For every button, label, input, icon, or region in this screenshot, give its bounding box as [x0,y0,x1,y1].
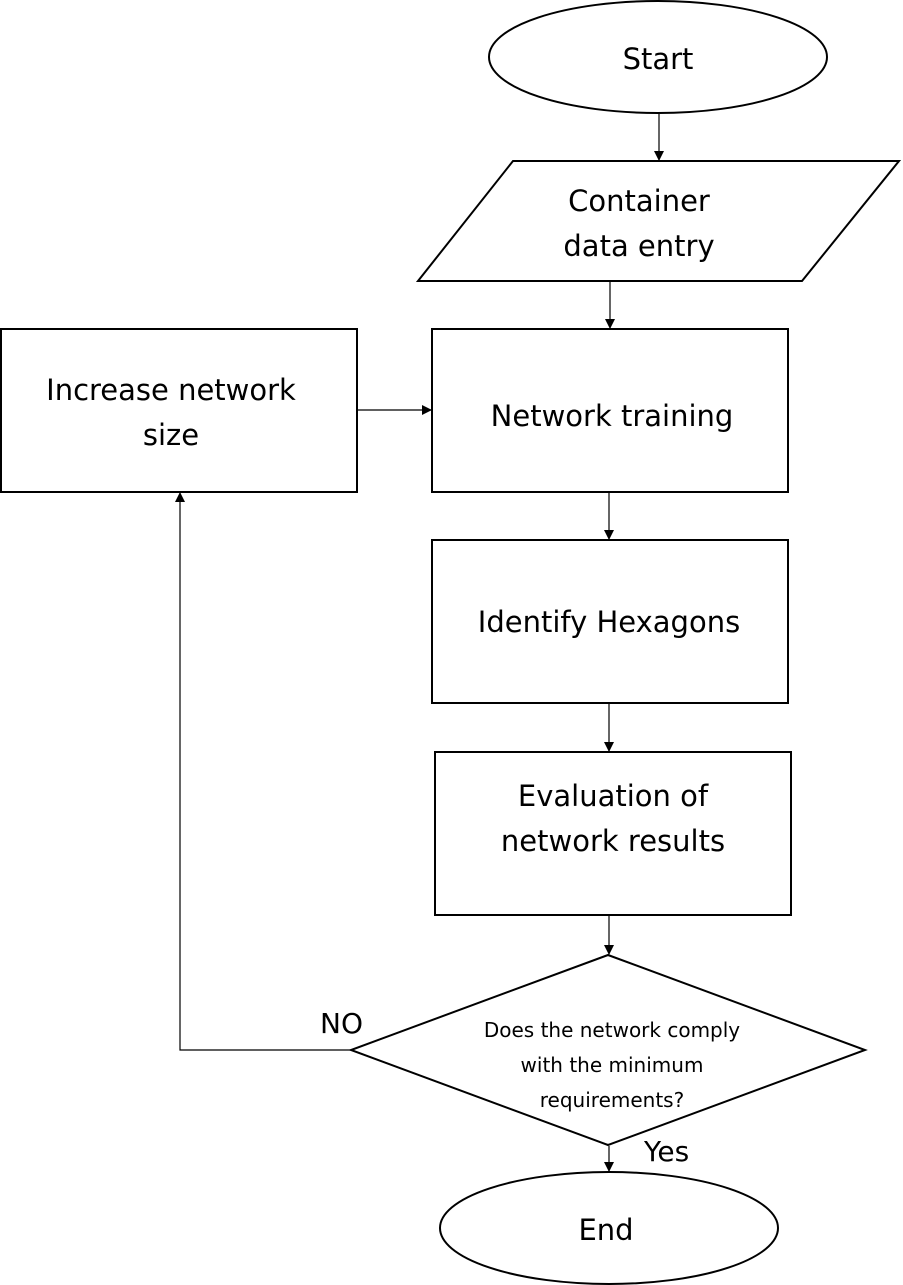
arrow-decision-no-to-increase-size [175,492,351,1051]
evaluation-node: Evaluation of network results [434,751,792,916]
increase-size-node: Increase network size [0,328,358,493]
decision-label-line3: requirements? [540,1088,684,1112]
decision-label-line2: with the minimum [521,1053,704,1077]
increase-size-label-line1: Increase network [46,373,296,407]
data-entry-node: Container data entry [415,160,902,282]
decision-label-line1: Does the network comply [484,1018,740,1042]
network-training-node: Network training [431,328,789,493]
end-label: End [578,1213,633,1247]
evaluation-label-line2: network results [501,824,725,858]
identify-hexagons-label: Identify Hexagons [478,605,740,639]
decision-node: Does the network comply with the minimum… [348,953,868,1147]
increase-size-label-line2: size [143,418,199,452]
network-training-label: Network training [491,399,734,433]
data-entry-label-line2: data entry [563,229,714,263]
end-terminal: End [439,1171,779,1285]
identify-hexagons-node: Identify Hexagons [431,539,789,704]
start-terminal: Start [488,0,828,114]
no-branch-label: NO [320,1007,363,1040]
start-label: Start [623,42,694,76]
yes-branch-label: Yes [643,1135,689,1168]
evaluation-label-line1: Evaluation of [518,779,709,813]
data-entry-label-line1: Container [568,184,710,218]
